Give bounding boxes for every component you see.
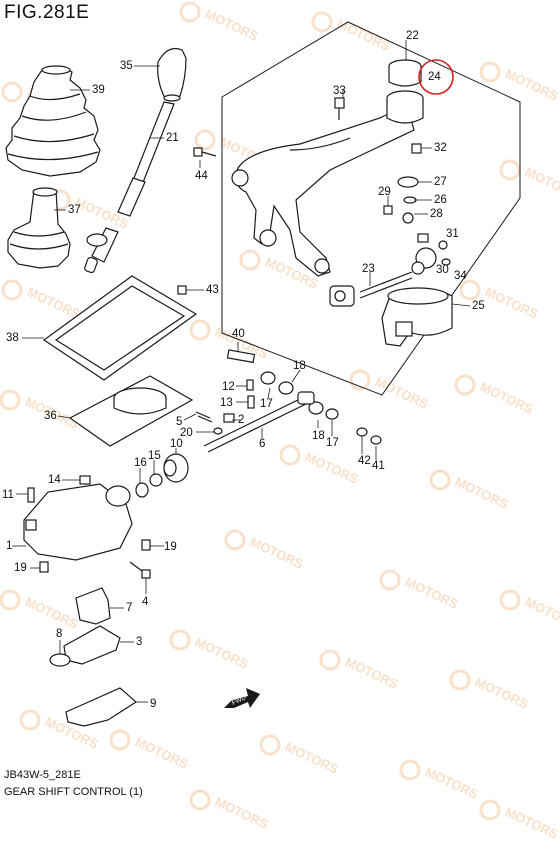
callout-42: 42 [358, 455, 371, 467]
boot-part-39 [5, 65, 101, 177]
seal-part-10 [135, 453, 189, 498]
callout-17b: 17 [326, 437, 339, 449]
callout-32: 32 [434, 142, 447, 154]
callout-2: 2 [238, 414, 245, 426]
callout-39: 39 [92, 84, 105, 96]
bracket-part-25 [381, 287, 453, 347]
callout-1: 1 [6, 540, 13, 552]
fwd-arrow-icon: FWD [224, 688, 260, 708]
callout-34: 34 [454, 270, 467, 282]
svg-text:MOTORS: MOTORS [523, 164, 560, 202]
small-fasteners-right [383, 143, 451, 275]
callout-20: 20 [180, 427, 193, 439]
highlight-ring-24 [418, 59, 454, 95]
svg-text:MOTORS: MOTORS [478, 379, 536, 417]
callout-7: 7 [126, 602, 133, 614]
base-plate-part-38 [42, 275, 198, 381]
callout-18b: 18 [312, 430, 325, 442]
svg-text:MOTORS: MOTORS [335, 16, 393, 54]
callout-11: 11 [2, 489, 14, 501]
callout-44: 44 [195, 170, 208, 182]
callout-35: 35 [120, 60, 133, 72]
callout-19b: 19 [14, 562, 27, 574]
svg-text:MOTORS: MOTORS [523, 594, 560, 632]
callout-21: 21 [166, 132, 179, 144]
bolt-part-44 [193, 147, 217, 157]
svg-text:MOTORS: MOTORS [283, 739, 341, 777]
svg-text:MOTORS: MOTORS [483, 284, 541, 322]
svg-text:MOTORS: MOTORS [25, 284, 83, 322]
callout-27: 27 [434, 176, 447, 188]
callout-37: 37 [68, 204, 81, 216]
svg-text:MOTORS: MOTORS [248, 534, 306, 572]
callout-22: 22 [406, 30, 419, 42]
boot-plate-part-36 [68, 375, 194, 447]
callout-29: 29 [378, 186, 391, 198]
callout-5: 5 [176, 416, 183, 428]
callout-19a: 19 [164, 541, 177, 553]
callout-17a: 17 [260, 398, 273, 410]
callout-25: 25 [472, 300, 485, 312]
svg-text:MOTORS: MOTORS [23, 594, 81, 632]
callout-15: 15 [148, 450, 161, 462]
leader-lines [12, 40, 471, 703]
callout-23: 23 [362, 263, 375, 275]
callout-10: 10 [170, 438, 183, 450]
callout-31: 31 [446, 228, 459, 240]
callout-36: 36 [44, 410, 57, 422]
housing-part-1 [23, 475, 133, 561]
callout-38: 38 [6, 332, 19, 344]
callout-40: 40 [232, 328, 245, 340]
figure-name: GEAR SHIFT CONTROL (1) [4, 786, 143, 798]
rod-part-23 [329, 271, 413, 307]
svg-text:MOTORS: MOTORS [133, 734, 191, 772]
figure-title: FIG.281E [4, 2, 90, 23]
svg-text:MOTORS: MOTORS [503, 804, 560, 842]
inner-boot-part-37 [7, 187, 71, 269]
shift-knob-part-35 [157, 47, 187, 102]
svg-text:MOTORS: MOTORS [343, 654, 401, 692]
callout-4: 4 [142, 596, 149, 608]
lower-bracket-parts [49, 587, 137, 727]
svg-text:MOTORS: MOTORS [453, 474, 511, 512]
callout-8: 8 [56, 628, 63, 640]
bolt-part-33 [334, 97, 345, 120]
shift-rod-part-6 [203, 391, 315, 453]
figure-code: JB43W-5_281E [4, 769, 81, 781]
callout-18a: 18 [293, 360, 306, 372]
callout-30: 30 [436, 264, 449, 276]
callout-28: 28 [430, 208, 443, 220]
callout-6: 6 [259, 438, 266, 450]
shift-bracket-assembly [231, 111, 415, 277]
pin-bushings-center [195, 349, 382, 445]
bushing-part-24 [386, 59, 424, 124]
svg-text:MOTORS: MOTORS [373, 374, 431, 412]
callout-9: 9 [150, 698, 157, 710]
svg-text:MOTORS: MOTORS [213, 794, 271, 832]
assembly-outline [221, 21, 521, 396]
svg-text:MOTORS: MOTORS [403, 574, 461, 612]
callout-41: 41 [372, 460, 385, 472]
callout-13: 13 [220, 397, 233, 409]
shift-lever-part-21 [84, 101, 175, 274]
callout-24: 24 [428, 71, 441, 83]
callout-33: 33 [333, 85, 346, 97]
svg-text:MOTORS: MOTORS [193, 634, 251, 672]
svg-text:MOTORS: MOTORS [473, 674, 531, 712]
callout-3: 3 [136, 636, 143, 648]
callout-16: 16 [134, 457, 147, 469]
svg-text:MOTORS: MOTORS [303, 449, 361, 487]
callout-14: 14 [48, 474, 61, 486]
svg-text:MOTORS: MOTORS [203, 6, 261, 44]
callout-12: 12 [222, 381, 235, 393]
svg-text:MOTORS: MOTORS [423, 764, 481, 802]
callout-43: 43 [206, 284, 219, 296]
callout-26: 26 [434, 194, 447, 206]
